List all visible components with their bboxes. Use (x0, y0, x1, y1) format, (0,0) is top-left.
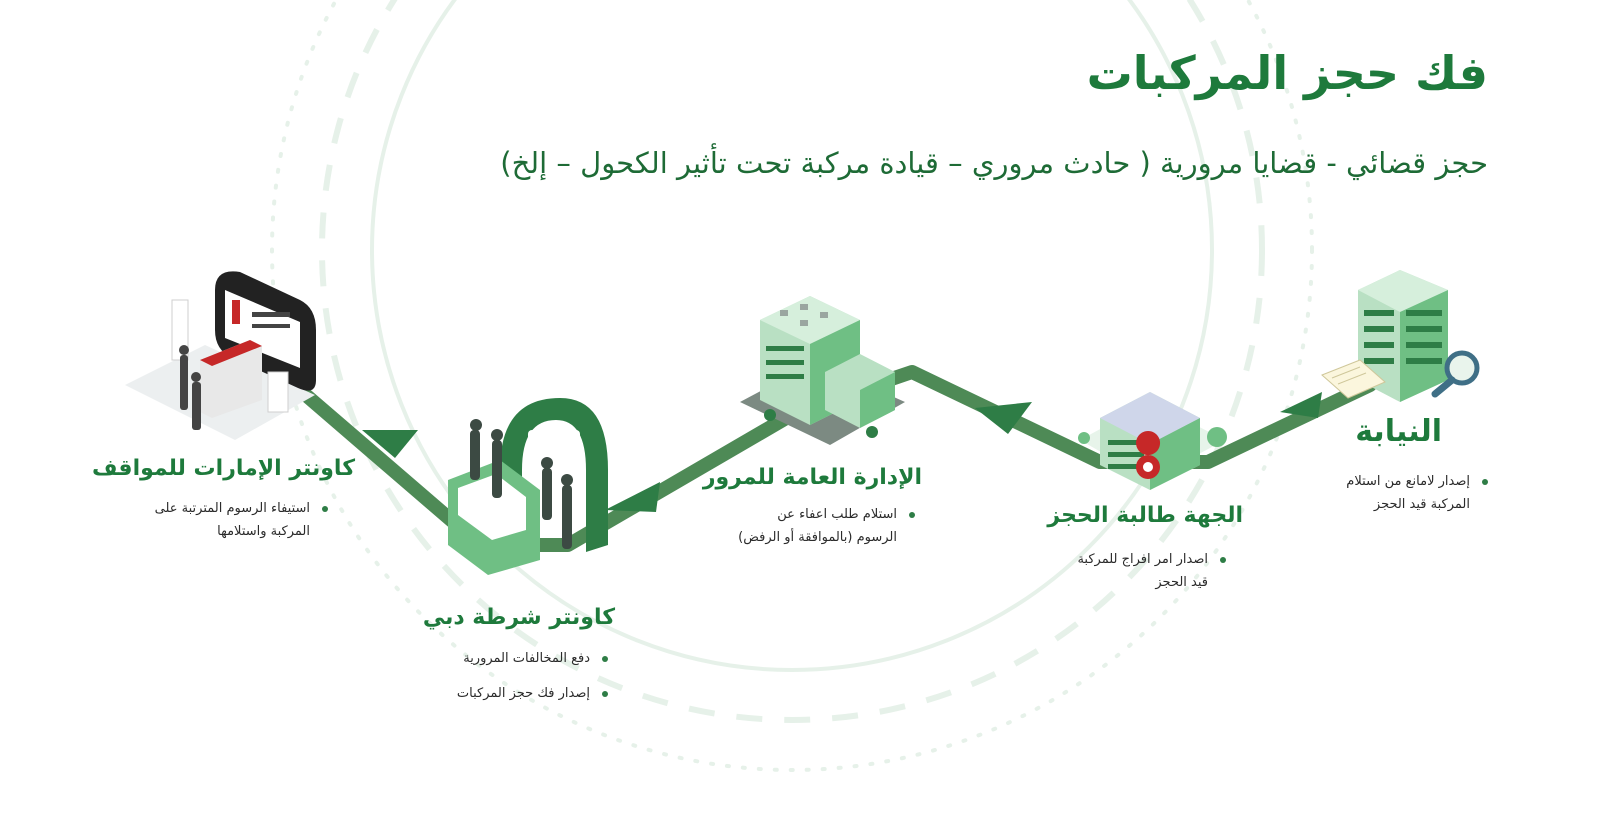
requesting-authority-building-icon (1078, 392, 1227, 490)
bullet-item: إصدار لامانع من استلام المركبة قيد الحجز (1300, 470, 1490, 516)
step-bullets-prosecution: إصدار لامانع من استلام المركبة قيد الحجز (1300, 470, 1490, 528)
step-title-traffic-department: الإدارة العامة للمرور (702, 465, 922, 490)
flow-arrow-4 (362, 430, 418, 458)
background-circle-inner (370, 0, 1214, 672)
step-bullets-dubai-police-counter: دفع المخالفات المرورية إصدار فك حجز المر… (420, 647, 610, 717)
step-title-prosecution: النيابة (1355, 414, 1442, 449)
emirates-parking-counter-icon (125, 271, 316, 440)
step-bullets-traffic-department: استلام طلب اعفاء عن الرسوم (بالموافقة أو… (717, 503, 917, 561)
step-title-requesting-authority: الجهة طالبة الحجز (1047, 503, 1243, 528)
flow-arrow-2 (975, 402, 1032, 434)
page-subtitle: حجز قضائي - قضايا مرورية ( حادث مروري – … (500, 146, 1488, 180)
background-circle-dotted (270, 0, 1314, 772)
bullet-item: استلام طلب اعفاء عن الرسوم (بالموافقة أو… (717, 503, 917, 549)
bullet-item: اصدار امر افراج للمركبة قيد الحجز (1058, 548, 1228, 594)
bullet-item: دفع المخالفات المرورية (420, 647, 610, 670)
step-title-dubai-police-counter: كاونتر شرطة دبي (422, 605, 615, 630)
traffic-department-building-icon (740, 296, 905, 445)
background-circle-dashed (319, 0, 1265, 723)
background-decoration (270, 0, 1314, 772)
bullet-item: إصدار فك حجز المركبات (420, 682, 610, 705)
flow-arrow-1 (1280, 392, 1322, 418)
step-bullets-emirates-parking-counter: استيفاء الرسوم المترتبة على المركبة واست… (110, 497, 330, 555)
dubai-police-counter-icon (448, 398, 608, 575)
page-title: فك حجز المركبات (1086, 46, 1488, 100)
step-bullets-requesting-authority: اصدار امر افراج للمركبة قيد الحجز (1058, 548, 1228, 606)
step-title-emirates-parking-counter: كاونتر الإمارات للمواقف (91, 456, 355, 481)
prosecution-building-icon (1321, 270, 1480, 402)
bullet-item: استيفاء الرسوم المترتبة على المركبة واست… (110, 497, 330, 543)
flow-arrow-3 (605, 482, 660, 512)
